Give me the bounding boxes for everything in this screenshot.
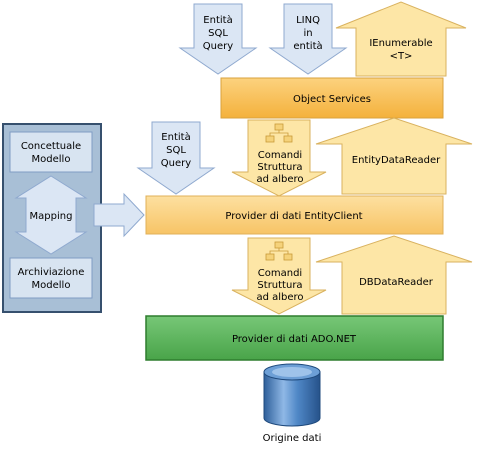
conceptual-model-box: Concettuale Modello xyxy=(9,131,93,173)
linq-line-3: entità xyxy=(293,40,322,52)
ienumerable-line-1: IEnumerable xyxy=(369,38,432,49)
data-source-database-icon xyxy=(263,363,321,427)
mapping-label: Mapping xyxy=(30,211,73,222)
command-tree-1-line-2: Struttura xyxy=(257,162,302,173)
ienumerable-up-arrow: IEnumerable <T> xyxy=(335,1,467,77)
entity-data-reader-up-arrow: EntityDataReader xyxy=(315,117,473,195)
object-services-box: Object Services xyxy=(220,77,444,119)
tree-icon-2 xyxy=(265,241,293,261)
linq-line-1: LINQ xyxy=(296,15,320,26)
linq-line-2: in xyxy=(303,28,312,39)
db-data-reader-label: DBDataReader xyxy=(359,277,434,288)
mapping-double-arrow: Mapping xyxy=(14,175,88,255)
model-panel: Concettuale Modello Mapping Archiviazion… xyxy=(2,123,102,313)
db-data-reader-up-arrow: DBDataReader xyxy=(315,235,473,315)
entity-sql-query-top-line-2: SQL xyxy=(208,28,228,39)
entity-sql-query-mid-line-1: Entità xyxy=(161,131,190,143)
tree-icon-1 xyxy=(265,123,293,143)
entityclient-provider-box: Provider di dati EntityClient xyxy=(145,195,444,235)
command-tree-1-line-3: ad albero xyxy=(256,174,303,185)
ienumerable-line-2: <T> xyxy=(390,51,413,62)
conceptual-line-2: Modello xyxy=(32,154,71,165)
ado-net-provider-label: Provider di dati ADO.NET xyxy=(232,334,357,345)
entity-sql-query-arrow-mid: Entità SQL Query xyxy=(136,121,216,195)
entityclient-provider-label: Provider di dati EntityClient xyxy=(225,211,362,222)
entity-sql-query-top-line-3: Query xyxy=(203,41,233,52)
storage-model-box: Archiviazione Modello xyxy=(9,257,93,299)
linq-to-entities-arrow: LINQ in entità xyxy=(268,3,348,75)
command-tree-arrow-2: Comandi Struttura ad albero xyxy=(231,237,327,315)
command-tree-1-line-1: Comandi xyxy=(258,150,302,161)
data-source-label: Origine dati xyxy=(263,433,322,444)
command-tree-arrow-1: Comandi Struttura ad albero xyxy=(231,119,327,197)
storage-line-2: Modello xyxy=(32,280,71,291)
command-tree-2-line-3: ad albero xyxy=(256,292,303,303)
entity-sql-query-top-line-1: Entità xyxy=(203,14,232,26)
entity-sql-query-mid-line-3: Query xyxy=(161,158,191,169)
entity-sql-query-mid-line-2: SQL xyxy=(166,145,186,156)
command-tree-2-line-1: Comandi xyxy=(258,268,302,279)
entity-sql-query-arrow-top: Entità SQL Query xyxy=(178,3,258,75)
mapping-to-entityclient-arrow xyxy=(93,192,145,238)
object-services-label: Object Services xyxy=(293,94,371,105)
command-tree-2-line-2: Struttura xyxy=(257,280,302,291)
conceptual-line-1: Concettuale xyxy=(21,141,81,152)
storage-line-1: Archiviazione xyxy=(18,267,85,278)
ado-net-provider-box: Provider di dati ADO.NET xyxy=(145,315,444,361)
entity-data-reader-label: EntityDataReader xyxy=(352,155,441,166)
